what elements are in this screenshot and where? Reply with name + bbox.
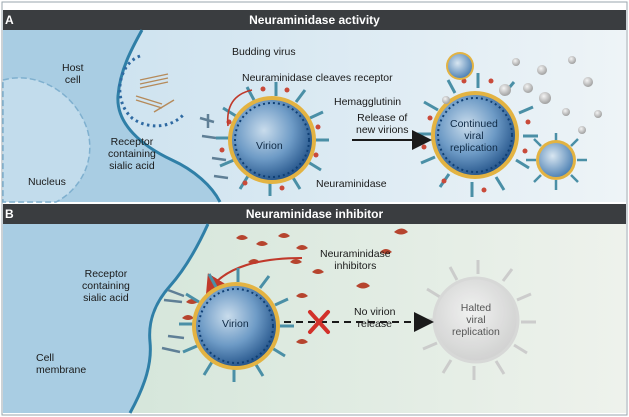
cell-membrane-line [128, 223, 210, 414]
neuraminidase-label: Neuraminidase [316, 178, 387, 190]
host-cell-label: Host cell [62, 62, 84, 86]
host-cell-body-b [3, 224, 208, 413]
grey-particles [442, 56, 602, 134]
virion-b [179, 268, 294, 382]
panel-a-letter: A [5, 13, 14, 27]
nucleus-label: Nucleus [28, 176, 66, 188]
nucleus-shape [2, 77, 91, 203]
panel-a-title: Neuraminidase activity [249, 13, 380, 27]
x-mark [308, 310, 330, 334]
panel-b-title: Neuraminidase inhibitor [245, 207, 384, 221]
inhibitors-label: Neuraminidase inhibitors [320, 248, 391, 272]
continued-virion [416, 73, 538, 197]
receptors-b [161, 288, 185, 354]
virion-label-a: Virion [256, 140, 283, 152]
no-release-label: No virion release [354, 306, 396, 330]
budding-virus-label: Budding virus [232, 46, 296, 58]
receptor-label-a: Receptor containing sialic acid [108, 136, 156, 172]
hemagglutinin-label: Hemagglutinin [334, 96, 402, 108]
receptor-label-b: Receptor containing sialic acid [82, 268, 130, 304]
panel-b-header-bar [3, 204, 626, 224]
panel-b-letter: B [5, 207, 14, 221]
budding-virus [118, 54, 186, 128]
release-label: Release of new virions [356, 112, 409, 136]
virion-label-b: Virion [222, 318, 249, 330]
cleave-arrow [226, 89, 253, 127]
neuraminidase-cleaves-label: Neuraminidase cleaves receptor [242, 72, 393, 84]
small-virion-bottom [526, 133, 587, 190]
small-virion-top [446, 52, 474, 80]
virion-a [216, 82, 329, 196]
cell-membrane-label: Cell membrane [36, 352, 87, 376]
halted-virion [419, 260, 536, 380]
panel-a-header-bar [3, 10, 626, 30]
host-cell-membrane [116, 29, 222, 203]
receptors-a [199, 114, 229, 180]
halted-label: Halted viral replication [452, 302, 500, 338]
continued-label: Continued viral replication [450, 118, 498, 154]
inhibitor-particles [182, 228, 408, 344]
